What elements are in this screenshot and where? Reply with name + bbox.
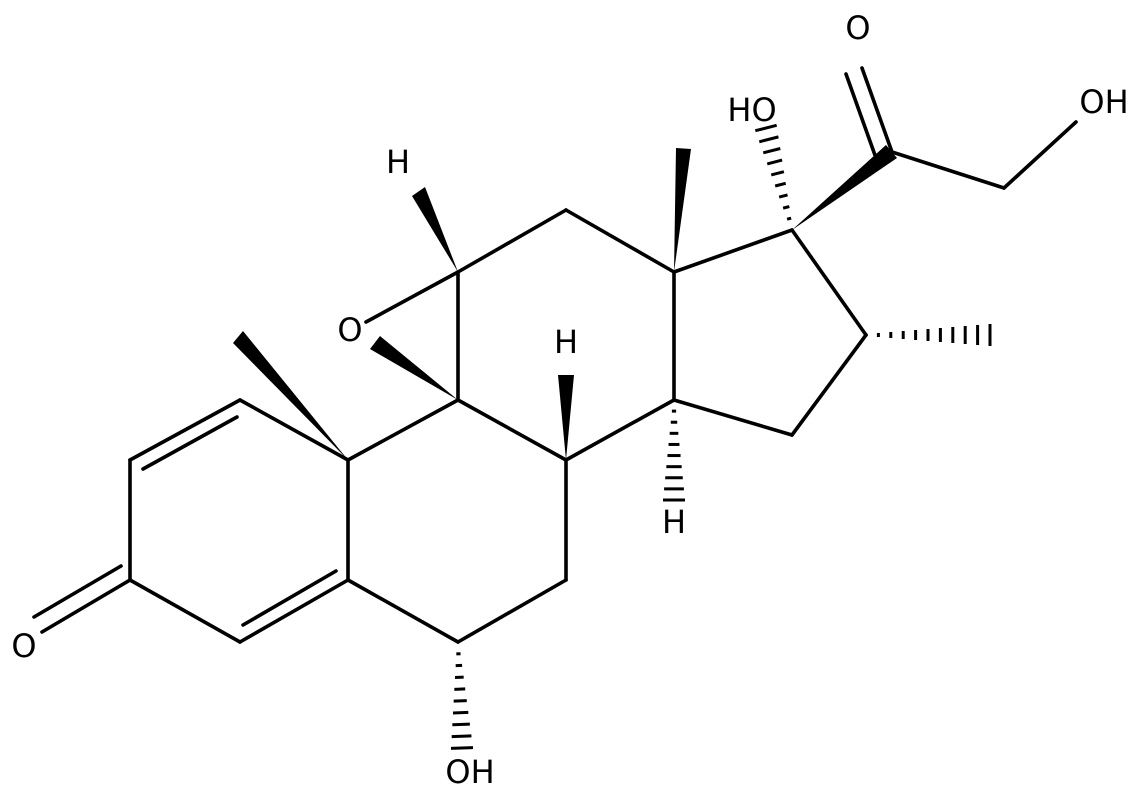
hash-c6-oh-stroke (452, 736, 472, 737)
hash-c14-h (663, 411, 685, 500)
bond-c1-c2 (130, 400, 240, 460)
label-oh-6: OH (445, 753, 494, 791)
wedge-c11-h (412, 187, 458, 272)
wedge-c17-c20 (792, 145, 897, 230)
hash-c17-oh-stroke (783, 207, 789, 209)
bond-c4-c5-inner (243, 571, 336, 625)
hash-c17-oh-stroke (767, 160, 782, 164)
bond-c16-c15 (792, 335, 866, 435)
wedge-bonds (233, 145, 897, 460)
hash-c17-oh (755, 125, 791, 219)
wedge-c9-o (370, 336, 458, 400)
hash-c6-oh (451, 654, 473, 749)
bond-c6-c5 (348, 580, 458, 642)
hash-c17-oh-stroke (759, 137, 778, 142)
bond-c4-c5 (240, 580, 348, 642)
ring-a (34, 400, 348, 642)
bond-c11-o (366, 272, 458, 322)
hash-c17-oh-stroke (771, 172, 784, 175)
bond-c3-c4 (130, 580, 240, 642)
hash-c17-oh-stroke (779, 195, 787, 197)
hash-c17-oh-stroke (787, 218, 791, 219)
label-h-11: H (386, 143, 410, 181)
bond-c17-c16 (792, 230, 866, 335)
hash-c16-methyl (878, 324, 990, 346)
ring-b (348, 400, 566, 642)
label-ketone-o3: O (11, 627, 36, 665)
label-oh-21: OH (1079, 83, 1128, 121)
bond-c7-c6 (458, 580, 566, 642)
bond-c20-c21 (892, 152, 1004, 188)
label-epoxide-o: O (337, 311, 362, 349)
bond-c10-c9 (348, 400, 458, 460)
bond-c1-c10 (240, 400, 348, 460)
ring-d (674, 230, 866, 435)
hash-c6-oh-stroke (451, 748, 473, 749)
side-chain (846, 68, 1076, 188)
hashed-bonds (451, 125, 990, 748)
bond-c21-o (1004, 122, 1076, 188)
bond-c20-o-b (846, 74, 876, 158)
bond-c20-o-a (862, 68, 892, 152)
bond-c11-c12 (458, 210, 566, 272)
bond-c15-c14 (674, 400, 792, 435)
wedge-c10-methyl (233, 331, 348, 460)
bond-c14-c8 (566, 400, 674, 460)
epoxide (366, 272, 458, 322)
label-oh-17: HO (727, 91, 776, 129)
label-ketone-o20: O (845, 9, 870, 47)
label-h-14: H (662, 503, 686, 541)
bond-c13-c17 (674, 230, 792, 272)
hash-c6-oh-stroke (453, 712, 468, 713)
bond-c1-c2-inner (143, 417, 237, 469)
bond-c9-c8 (458, 400, 566, 460)
hash-c17-oh-stroke (763, 148, 780, 152)
wedge-c8-h (558, 375, 574, 460)
hash-c6-oh-stroke (452, 724, 470, 725)
hash-c17-oh-stroke (775, 183, 786, 186)
wedge-c13-methyl (674, 148, 691, 272)
label-h-8: H (554, 323, 578, 361)
bond-c12-c13 (566, 210, 674, 272)
